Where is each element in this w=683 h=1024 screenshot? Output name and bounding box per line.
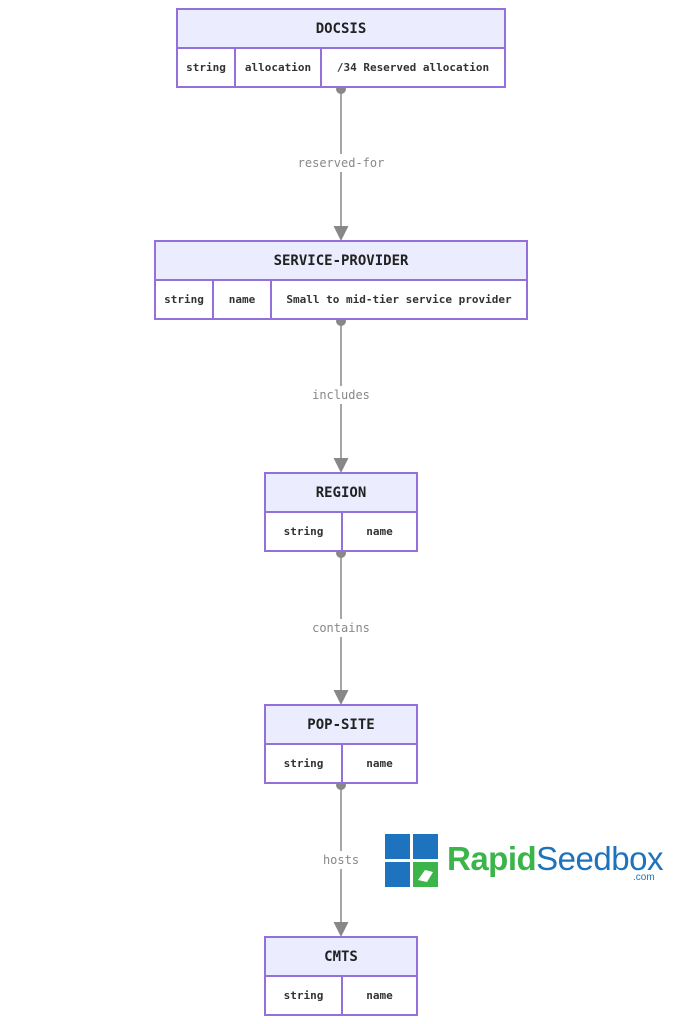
attribute-type: string: [156, 281, 214, 318]
brand-rapid: Rapid: [447, 840, 537, 877]
attribute-type: string: [178, 49, 236, 86]
attribute-row: string name: [266, 513, 416, 550]
entity-docsis[interactable]: DOCSIS string allocation /34 Reserved al…: [176, 8, 506, 88]
attribute-name: name: [366, 989, 393, 1002]
entity-region[interactable]: REGION string name: [264, 472, 418, 552]
attribute-row: string name Small to mid-tier service pr…: [156, 281, 526, 318]
relation-label-hosts: hosts: [318, 851, 364, 869]
entity-service-provider[interactable]: SERVICE-PROVIDER string name Small to mi…: [154, 240, 528, 320]
attribute-row: string allocation /34 Reserved allocatio…: [178, 49, 504, 86]
attribute-type: string: [266, 977, 343, 1014]
entity-title: DOCSIS: [178, 10, 504, 49]
entity-title: SERVICE-PROVIDER: [156, 242, 526, 281]
entity-cmts[interactable]: CMTS string name: [264, 936, 418, 1016]
brand-domain-suffix: .com: [633, 872, 655, 883]
relation-label-contains: contains: [308, 619, 374, 637]
attribute-comment: Small to mid-tier service provider: [286, 293, 512, 306]
rapidseedbox-logo-icon: [385, 834, 438, 887]
attribute-name: name: [366, 757, 393, 770]
entity-title: POP-SITE: [266, 706, 416, 745]
attribute-row: string name: [266, 745, 416, 782]
attribute-type: string: [266, 513, 343, 550]
relation-label-reserved-for: reserved-for: [293, 154, 389, 172]
attribute-row: string name: [266, 977, 416, 1014]
attribute-name: name: [214, 281, 272, 318]
entity-pop-site[interactable]: POP-SITE string name: [264, 704, 418, 784]
relation-label-includes: includes: [308, 386, 374, 404]
rapidseedbox-watermark: RapidSeedbox .com: [385, 834, 675, 892]
entity-title: REGION: [266, 474, 416, 513]
entity-title: CMTS: [266, 938, 416, 977]
attribute-name: allocation: [236, 49, 322, 86]
attribute-type: string: [266, 745, 343, 782]
attribute-comment: /34 Reserved allocation: [336, 61, 490, 74]
attribute-name: name: [366, 525, 393, 538]
rapidseedbox-wordmark: RapidSeedbox: [447, 840, 663, 878]
brand-seedbox: Seedbox: [536, 840, 663, 877]
